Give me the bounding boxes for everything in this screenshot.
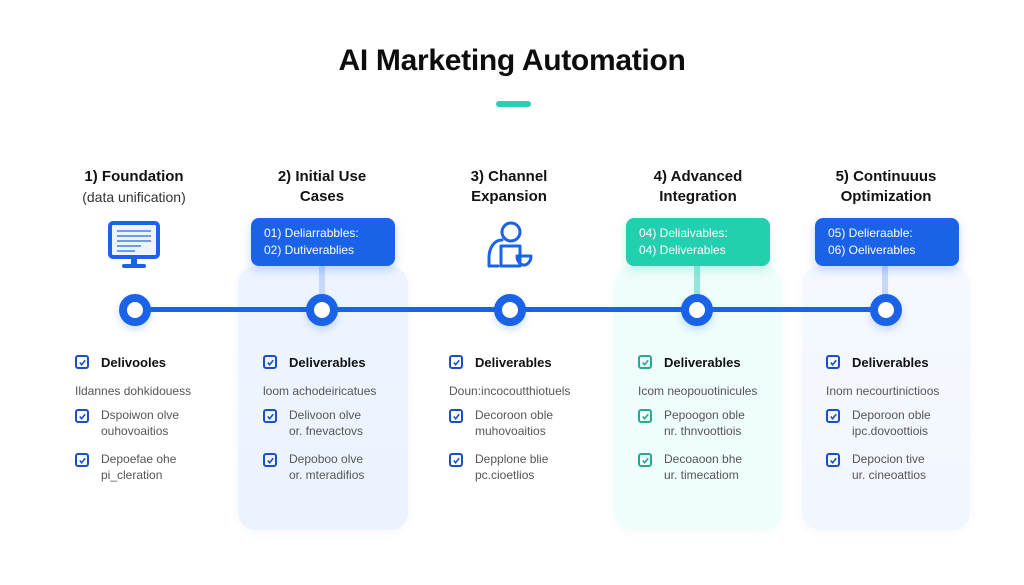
checkbox-checked-icon[interactable]	[449, 453, 463, 467]
checklist-heading-label: Deliverables	[664, 354, 741, 370]
checkbox-checked-icon[interactable]	[638, 409, 652, 423]
timeline-node-2[interactable]	[306, 294, 338, 326]
stage-1-subtitle: (data unification)	[82, 189, 186, 205]
pill-line-1: 01) Deliarrabbles:	[264, 226, 359, 240]
pill-line-2: 04) Deliverables	[639, 243, 726, 257]
stage-2-title: 2) Initial Use Cases	[232, 167, 412, 207]
timeline-node-1[interactable]	[119, 294, 151, 326]
person-icon	[486, 220, 536, 270]
stage-2-subtitle: Cases	[299, 188, 345, 205]
checklist-heading-label: Deliverables	[852, 354, 929, 370]
stage-2-deliverables-pill[interactable]: 01) Deliarrabbles: 02) Dutiverablies	[251, 218, 395, 266]
checklist-heading-label: Deliverables	[289, 354, 366, 370]
stage-3-subtitle: Expansion	[471, 188, 547, 205]
checkbox-checked-icon[interactable]	[75, 409, 89, 423]
stage-1-title: 1) Foundation (data unification)	[44, 167, 224, 207]
stage-5-connector	[882, 266, 888, 296]
stage-2-checklist: Deliverables loom achodeiricatues Delivo…	[263, 353, 433, 483]
checkbox-checked-icon[interactable]	[263, 355, 277, 369]
stage-3-checklist: Deliverables Doun:incocoutthiotuels Deco…	[449, 353, 619, 483]
stage-4-title-text: 4) Advanced	[653, 168, 743, 185]
stage-1-title-text: 1) Foundation	[84, 168, 184, 185]
checklist-note: Doun:incocoutthiotuels	[449, 384, 571, 398]
checkbox-checked-icon[interactable]	[449, 409, 463, 423]
checklist-note: Inom necourtinictioos	[826, 384, 940, 398]
stage-2-title-text: 2) Initial Use	[277, 168, 367, 185]
stage-4-subtitle: Integration	[659, 188, 737, 205]
monitor-icon	[107, 220, 161, 270]
stage-3-title-text: 3) Channel	[470, 168, 548, 185]
checklist-heading-label: Deliverables	[475, 354, 552, 370]
stage-2-connector	[319, 266, 325, 296]
stage-5-deliverables-pill[interactable]: 05) Delieraable: 06) Oeliverables	[815, 218, 959, 266]
pill-line-2: 02) Dutiverablies	[264, 243, 355, 257]
checkbox-checked-icon[interactable]	[449, 355, 463, 369]
pill-line-1: 04) Deliaivables:	[639, 226, 728, 240]
checklist-heading-label: Delivooles	[101, 354, 167, 370]
stage-4-connector	[694, 266, 700, 296]
timeline-node-4[interactable]	[681, 294, 713, 326]
stage-3-title: 3) Channel Expansion	[419, 167, 599, 207]
stage-5-title-text: 5) Continuuus	[835, 168, 937, 185]
stage-1-checklist: Delivooles Ildannes dohkidouess Dspoiwon…	[75, 353, 245, 483]
checkbox-checked-icon[interactable]	[826, 453, 840, 467]
checkbox-checked-icon[interactable]	[826, 355, 840, 369]
checkbox-checked-icon[interactable]	[75, 453, 89, 467]
stage-4-checklist: Deliverables Icom neopouotinicules Pepoo…	[638, 353, 808, 483]
checklist-heading: Deliverables	[449, 353, 619, 371]
title-accent-bar	[496, 101, 531, 107]
page-title: AI Marketing Automation	[338, 44, 686, 77]
checklist-note: Icom neopouotinicules	[638, 384, 758, 398]
checklist-heading: Deliverables	[826, 353, 996, 371]
stage-5-checklist: Deliverables Inom necourtinictioos Depor…	[826, 353, 996, 483]
checklist-heading: Delivooles	[75, 353, 245, 371]
timeline-node-5[interactable]	[870, 294, 902, 326]
checkbox-checked-icon[interactable]	[826, 409, 840, 423]
checklist-note: Ildannes dohkidouess	[75, 384, 192, 398]
checklist-heading: Deliverables	[638, 353, 808, 371]
pill-line-2: 06) Oeliverables	[828, 243, 916, 257]
stage-4-deliverables-pill[interactable]: 04) Deliaivables: 04) Deliverables	[626, 218, 770, 266]
stage-5-subtitle: Optimization	[840, 188, 932, 205]
stage-4-title: 4) Advanced Integration	[608, 167, 788, 207]
stage-5-title: 5) Continuuus Optimization	[796, 167, 976, 207]
checkbox-checked-icon[interactable]	[263, 409, 277, 423]
checkbox-checked-icon[interactable]	[638, 453, 652, 467]
checkbox-checked-icon[interactable]	[263, 453, 277, 467]
checklist-note: loom achodeiricatues	[263, 384, 377, 398]
checklist-heading: Deliverables	[263, 353, 433, 371]
checkbox-checked-icon[interactable]	[75, 355, 89, 369]
pill-line-1: 05) Delieraable:	[828, 226, 913, 240]
timeline-node-3[interactable]	[494, 294, 526, 326]
checkbox-checked-icon[interactable]	[638, 355, 652, 369]
